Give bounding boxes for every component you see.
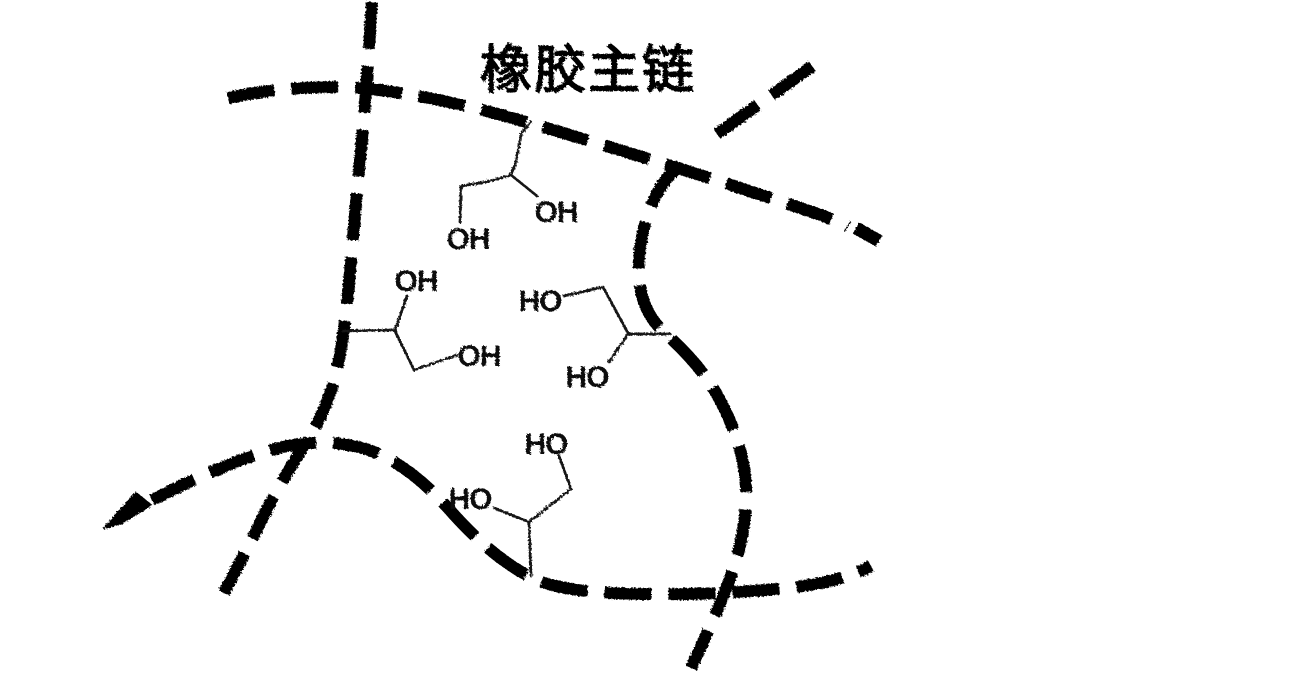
bond-mol4-chain-link xyxy=(527,520,533,578)
hydroxyl-label: OH xyxy=(535,196,578,229)
chain-arrowhead-icon xyxy=(103,492,152,529)
bond-mol2-down-arm xyxy=(393,329,459,372)
rubber-chain-left xyxy=(218,1,378,596)
bond-mol4-left-arm xyxy=(492,506,531,524)
bond-mol1-stem xyxy=(509,120,533,177)
hydroxyl-label: OH xyxy=(395,265,438,298)
diagram-title: 橡胶主链 xyxy=(480,42,696,100)
hydroxyl-label: HO xyxy=(449,483,493,516)
rubber-chain-bottom-left xyxy=(149,436,875,601)
rubber-chain-top-end-dash xyxy=(852,222,883,247)
bond-mol4-stem xyxy=(527,454,573,524)
rubber-chain-top xyxy=(226,81,852,233)
bond-mol2-up-arm xyxy=(393,294,409,332)
hydroxyl-label: HO xyxy=(566,361,610,394)
bond-mol1-left-arm xyxy=(458,173,513,224)
bond-mol3-down-arm xyxy=(607,332,630,364)
bond-mol3-up-arm xyxy=(562,285,630,335)
hydroxyl-label: HO xyxy=(519,285,563,318)
bond-mol2-chain-link xyxy=(341,328,397,333)
rubber-chain-upper-right-branch xyxy=(713,57,822,139)
hydroxyl-label: OH xyxy=(447,223,490,256)
hydroxyl-label: HO xyxy=(525,428,569,461)
hydroxyl-label: OH xyxy=(458,340,501,373)
bond-mol1-right-arm xyxy=(509,173,539,198)
rubber-chain-right-s xyxy=(632,163,753,671)
